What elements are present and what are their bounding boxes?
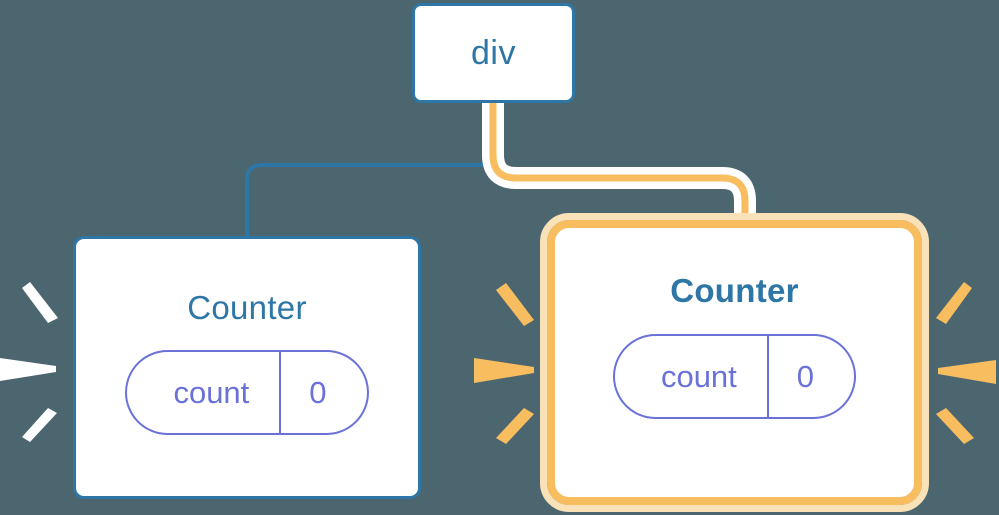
- edge-root-to-right-counter-halo: [482, 103, 756, 228]
- node-counter-right-label: Counter: [670, 272, 799, 309]
- node-div-label: div: [471, 34, 516, 72]
- node-counter-left[interactable]: Counter count 0: [73, 236, 421, 499]
- state-value-left: 0: [309, 375, 327, 410]
- state-capsule-left: count 0: [125, 350, 369, 435]
- state-capsule-right: count 0: [612, 334, 857, 419]
- node-div[interactable]: div: [412, 3, 575, 103]
- state-key-right: count: [615, 336, 769, 417]
- state-value-right: 0: [796, 359, 815, 394]
- node-counter-right[interactable]: Counter count 0: [540, 213, 929, 512]
- state-key-left: count: [127, 352, 282, 433]
- edge-root-to-right-counter: [489, 103, 749, 228]
- edge-root-to-left-counter: [245, 103, 495, 238]
- node-counter-left-label: Counter: [187, 289, 307, 326]
